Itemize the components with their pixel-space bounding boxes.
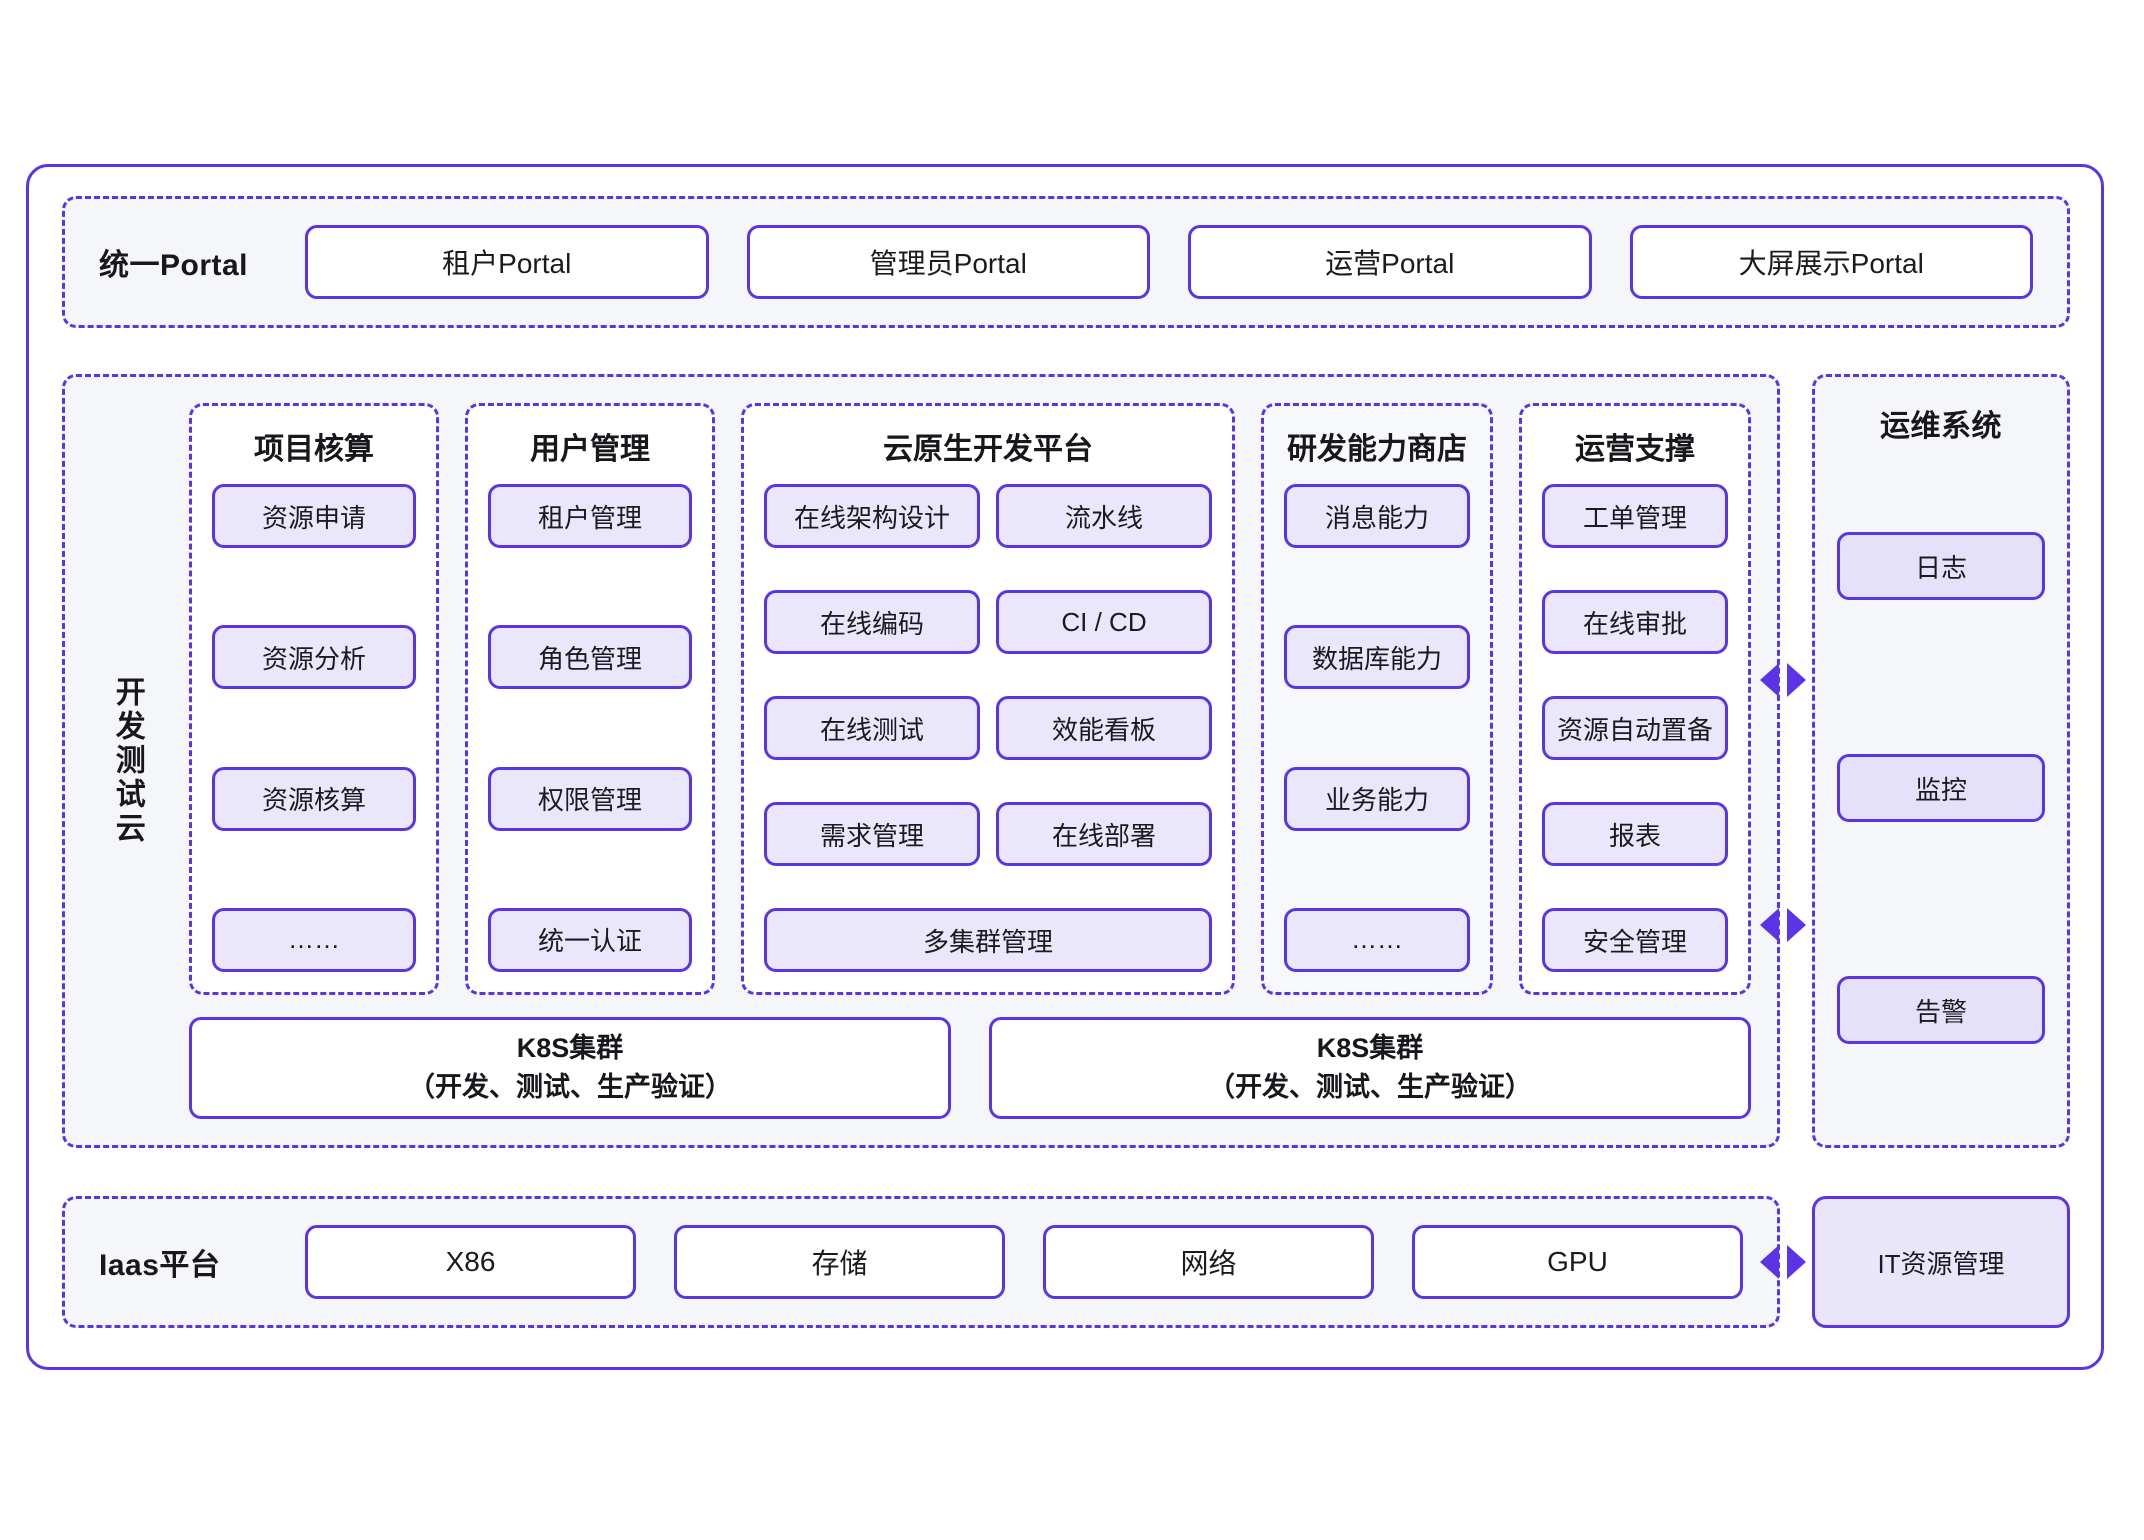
tile-security-management[interactable]: 安全管理 xyxy=(1542,908,1728,972)
devtest-content: 项目核算 资源申请 资源分析 资源核算 …… 用户管理 租户管理 角色管理 权限… xyxy=(189,377,1777,1145)
tile-online-coding[interactable]: 在线编码 xyxy=(764,590,980,654)
tile-logs[interactable]: 日志 xyxy=(1837,532,2045,600)
capability-group-row: 项目核算 资源申请 资源分析 资源核算 …… 用户管理 租户管理 角色管理 权限… xyxy=(189,403,1751,995)
devtest-band-label-wrap: 开发测试云 xyxy=(65,377,189,1145)
tile-online-approval[interactable]: 在线审批 xyxy=(1542,590,1728,654)
arrow-left-icon xyxy=(1760,663,1779,697)
group-tiles-cloud-native-platform: 在线架构设计 流水线 在线编码 CI / CD 在线测试 效能看板 需求管理 在… xyxy=(764,484,1212,972)
portal-band-label: 统一Portal xyxy=(99,249,249,282)
k8s-cluster-row: K8S集群 （开发、测试、生产验证） K8S集群 （开发、测试、生产验证） xyxy=(189,1017,1751,1119)
tile-ci-cd[interactable]: CI / CD xyxy=(996,590,1212,654)
group-title-operation-support: 运营支撑 xyxy=(1575,433,1695,466)
tile-business-capability[interactable]: 业务能力 xyxy=(1284,766,1470,831)
portal-list: 租户Portal 管理员Portal 运营Portal 大屏展示Portal xyxy=(305,199,2033,325)
group-tiles-user-management: 租户管理 角色管理 权限管理 统一认证 xyxy=(488,484,692,972)
tile-resource-accounting[interactable]: 资源核算 xyxy=(212,766,416,831)
tile-resource-analysis[interactable]: 资源分析 xyxy=(212,625,416,690)
portal-box-bigscreen[interactable]: 大屏展示Portal xyxy=(1629,225,2033,299)
ops-system-tiles: 日志 监控 告警 xyxy=(1837,455,2045,1121)
tile-store-more[interactable]: …… xyxy=(1284,907,1470,972)
bidirectional-arrow-icon-iaas xyxy=(1760,1245,1806,1279)
group-operation-support: 运营支撑 工单管理 在线审批 资源自动置备 报表 安全管理 xyxy=(1519,403,1751,995)
portal-box-admin[interactable]: 管理员Portal xyxy=(746,225,1150,299)
arrow-left-icon xyxy=(1760,1245,1779,1279)
iaas-box-gpu[interactable]: GPU xyxy=(1412,1225,1743,1299)
group-tiles-project-accounting: 资源申请 资源分析 资源核算 …… xyxy=(212,484,416,972)
tile-resource-request[interactable]: 资源申请 xyxy=(212,484,416,548)
tile-reports[interactable]: 报表 xyxy=(1542,802,1728,866)
tile-role-management[interactable]: 角色管理 xyxy=(488,625,692,690)
group-title-cloud-native-platform: 云原生开发平台 xyxy=(883,433,1093,466)
tile-message-capability[interactable]: 消息能力 xyxy=(1284,484,1470,548)
bidirectional-arrow-icon-ops-bottom xyxy=(1760,908,1806,942)
tile-online-testing[interactable]: 在线测试 xyxy=(764,696,980,760)
arrow-right-icon xyxy=(1787,663,1806,697)
arrow-left-icon xyxy=(1760,908,1779,942)
portal-box-operations[interactable]: 运营Portal xyxy=(1188,225,1592,299)
group-rnd-capability-store: 研发能力商店 消息能力 数据库能力 业务能力 …… xyxy=(1261,403,1493,995)
group-tiles-operation-support: 工单管理 在线审批 资源自动置备 报表 安全管理 xyxy=(1542,484,1728,972)
tile-it-resource-management[interactable]: IT资源管理 xyxy=(1812,1196,2070,1328)
k8s-cluster-title-2: K8S集群 xyxy=(1316,1032,1424,1063)
group-title-project-accounting: 项目核算 xyxy=(254,433,374,466)
arrow-right-icon xyxy=(1787,1245,1806,1279)
group-project-accounting: 项目核算 资源申请 资源分析 资源核算 …… xyxy=(189,403,439,995)
iaas-box-network[interactable]: 网络 xyxy=(1043,1225,1374,1299)
tile-efficiency-dashboard[interactable]: 效能看板 xyxy=(996,696,1212,760)
portal-box-tenant[interactable]: 租户Portal xyxy=(305,225,709,299)
tile-pipeline[interactable]: 流水线 xyxy=(996,484,1212,548)
k8s-cluster-subtitle-1: （开发、测试、生产验证） xyxy=(408,1072,732,1102)
ops-system-label: 运维系统 xyxy=(1880,410,2002,443)
tile-tenant-management[interactable]: 租户管理 xyxy=(488,484,692,548)
iaas-resource-list: X86 存储 网络 GPU xyxy=(305,1225,1743,1299)
k8s-cluster-title-1: K8S集群 xyxy=(516,1032,624,1063)
iaas-platform-label: Iaas平台 xyxy=(99,1249,221,1282)
tile-project-more[interactable]: …… xyxy=(212,907,416,972)
ops-system-band: 运维系统 日志 监控 告警 xyxy=(1812,374,2070,1148)
tile-online-architecture-design[interactable]: 在线架构设计 xyxy=(764,484,980,548)
arrow-right-icon xyxy=(1787,908,1806,942)
tile-permission-management[interactable]: 权限管理 xyxy=(488,766,692,831)
tile-auto-provisioning[interactable]: 资源自动置备 xyxy=(1542,696,1728,760)
bidirectional-arrow-icon-ops-top xyxy=(1760,663,1806,697)
iaas-box-x86[interactable]: X86 xyxy=(305,1225,636,1299)
tile-requirement-management[interactable]: 需求管理 xyxy=(764,802,980,866)
iaas-platform-band: Iaas平台 X86 存储 网络 GPU xyxy=(62,1196,1780,1328)
tile-database-capability[interactable]: 数据库能力 xyxy=(1284,625,1470,690)
tile-unified-auth[interactable]: 统一认证 xyxy=(488,907,692,972)
portal-band: 统一Portal 租户Portal 管理员Portal 运营Portal 大屏展… xyxy=(62,196,2070,328)
group-title-user-management: 用户管理 xyxy=(530,433,650,466)
k8s-cluster-box-1[interactable]: K8S集群 （开发、测试、生产验证） xyxy=(189,1017,951,1119)
tile-monitoring[interactable]: 监控 xyxy=(1837,754,2045,822)
group-user-management: 用户管理 租户管理 角色管理 权限管理 统一认证 xyxy=(465,403,715,995)
iaas-box-storage[interactable]: 存储 xyxy=(674,1225,1005,1299)
tile-online-deployment[interactable]: 在线部署 xyxy=(996,802,1212,866)
tile-multi-cluster-management[interactable]: 多集群管理 xyxy=(764,908,1212,972)
devtest-cloud-band: 开发测试云 项目核算 资源申请 资源分析 资源核算 …… 用户管理 xyxy=(62,374,1780,1148)
group-title-rnd-capability-store: 研发能力商店 xyxy=(1287,433,1467,466)
devtest-band-label: 开发测试云 xyxy=(110,676,144,846)
tile-alerting[interactable]: 告警 xyxy=(1837,976,2045,1044)
k8s-cluster-subtitle-2: （开发、测试、生产验证） xyxy=(1208,1072,1532,1102)
group-tiles-rnd-capability-store: 消息能力 数据库能力 业务能力 …… xyxy=(1284,484,1470,972)
k8s-cluster-box-2[interactable]: K8S集群 （开发、测试、生产验证） xyxy=(989,1017,1751,1119)
tile-ticket-management[interactable]: 工单管理 xyxy=(1542,484,1728,548)
group-cloud-native-platform: 云原生开发平台 在线架构设计 流水线 在线编码 CI / CD 在线测试 效能看… xyxy=(741,403,1235,995)
